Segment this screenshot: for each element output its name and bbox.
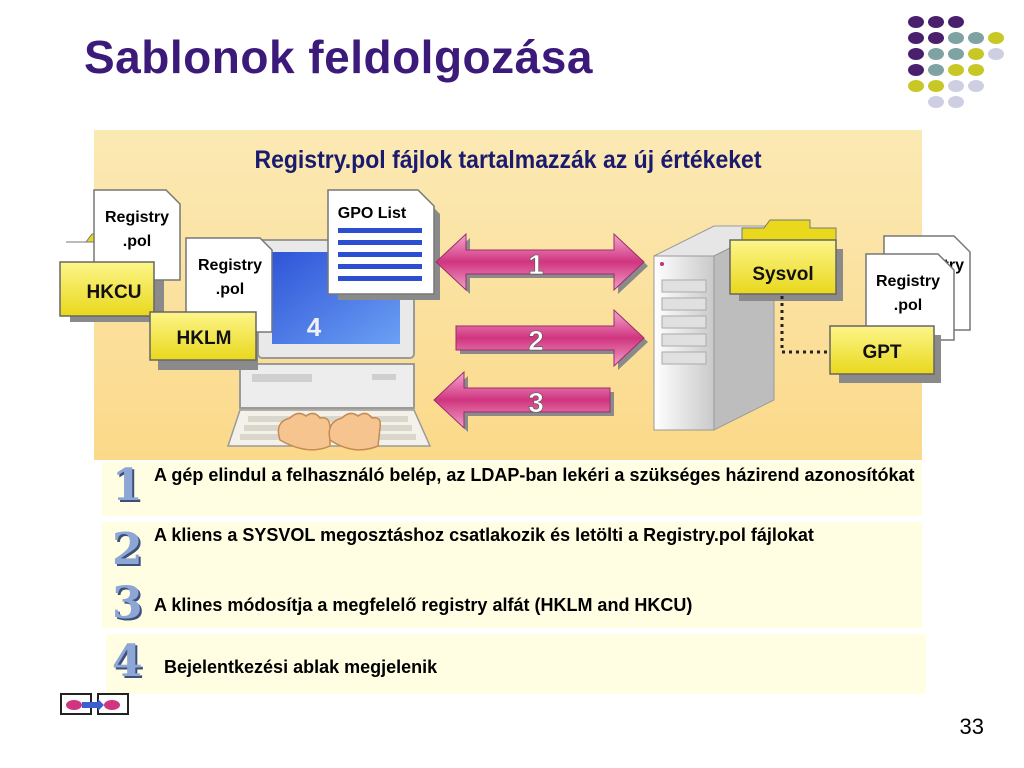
steps-2-3-box: 2 A kliens a SYSVOL megosztáshoz csatlak… (102, 522, 922, 629)
decorative-dot (988, 48, 1004, 60)
step-1-number: 1 (112, 460, 143, 511)
decorative-dot (948, 80, 964, 92)
arrow-2-right: 2 (455, 308, 648, 370)
step-4-text: Bejelentkezési ablak megjelenik (164, 657, 438, 677)
decorative-dot (988, 32, 1004, 44)
svg-text:.pol: .pol (216, 281, 244, 298)
registry-pol-document: Registry .pol (865, 253, 955, 341)
gpo-list-label: GPO List (338, 205, 407, 222)
registry-pol-document: Registry .pol (93, 189, 181, 281)
step-4-number: 4 (112, 636, 143, 687)
page-number: 33 (959, 714, 984, 739)
registry-pol-document: Registry .pol (185, 237, 273, 333)
decorative-dot (928, 80, 944, 92)
step-4-box: 4 Bejelentkezési ablak megjelenik (106, 634, 926, 694)
decorative-dot (928, 48, 944, 60)
arrow-3-label: 3 (528, 387, 544, 418)
gpt-folder-icon: Registry Registry .pol GPT (829, 235, 971, 383)
decorative-dot (948, 16, 964, 28)
decorative-dot-grid (908, 16, 1004, 108)
decorative-dot (928, 64, 944, 76)
decorative-dot (968, 32, 984, 44)
slide-nav-icon[interactable] (60, 692, 130, 716)
svg-text:.pol: .pol (894, 297, 922, 314)
decorative-dot (968, 80, 984, 92)
gpo-list-document: GPO List (327, 189, 440, 300)
decorative-dot (908, 80, 924, 92)
step-3-number: 3 (112, 578, 143, 629)
decorative-dot (928, 96, 944, 108)
step-1-box: 1 A gép elindul a felhasználó belép, az … (102, 460, 922, 516)
sysvol-label: Sysvol (752, 264, 813, 285)
hands-icon (277, 412, 382, 451)
hklm-label: HKLM (177, 328, 232, 349)
arrow-1-bidirectional: 1 (435, 232, 648, 294)
decorative-dot (908, 48, 924, 60)
slide-title: Sablonok feldolgozása (84, 31, 593, 83)
decorative-dot (968, 48, 984, 60)
sysvol-folder-icon: Sysvol (729, 219, 843, 301)
gpt-label: GPT (862, 342, 901, 363)
decorative-dot (948, 64, 964, 76)
svg-text:Registry: Registry (105, 209, 169, 226)
svg-text:.pol: .pol (123, 233, 151, 250)
decorative-dot (908, 32, 924, 44)
svg-text:Registry: Registry (198, 257, 262, 274)
arrow-1-label: 1 (528, 249, 544, 280)
step-1-text: A gép elindul a felhasználó belép, az LD… (154, 465, 915, 485)
step-3-text: A klines módosítja a megfelelő registry … (154, 595, 693, 615)
step-2-text: A kliens a SYSVOL megosztáshoz csatlakoz… (154, 525, 814, 545)
arrow-2-label: 2 (528, 325, 544, 356)
decorative-dot (928, 16, 944, 28)
monitor-step-number: 4 (307, 312, 322, 342)
decorative-dot (948, 32, 964, 44)
hkcu-folder-icon: Registry .pol HKCU (59, 189, 181, 322)
panel-title: Registry.pol fájlok tartalmazzák az új é… (254, 146, 762, 174)
step-2-number: 2 (112, 524, 143, 575)
decorative-dot (928, 32, 944, 44)
svg-text:Registry: Registry (876, 273, 940, 290)
hkcu-label: HKCU (87, 282, 142, 303)
hklm-folder-icon: Registry .pol HKLM (149, 237, 273, 370)
arrow-3-left: 3 (433, 370, 614, 432)
dotted-connector (780, 296, 832, 354)
decorative-dot (908, 16, 924, 28)
decorative-dot (908, 64, 924, 76)
decorative-dot (948, 96, 964, 108)
decorative-dot (968, 64, 984, 76)
decorative-dot (948, 48, 964, 60)
